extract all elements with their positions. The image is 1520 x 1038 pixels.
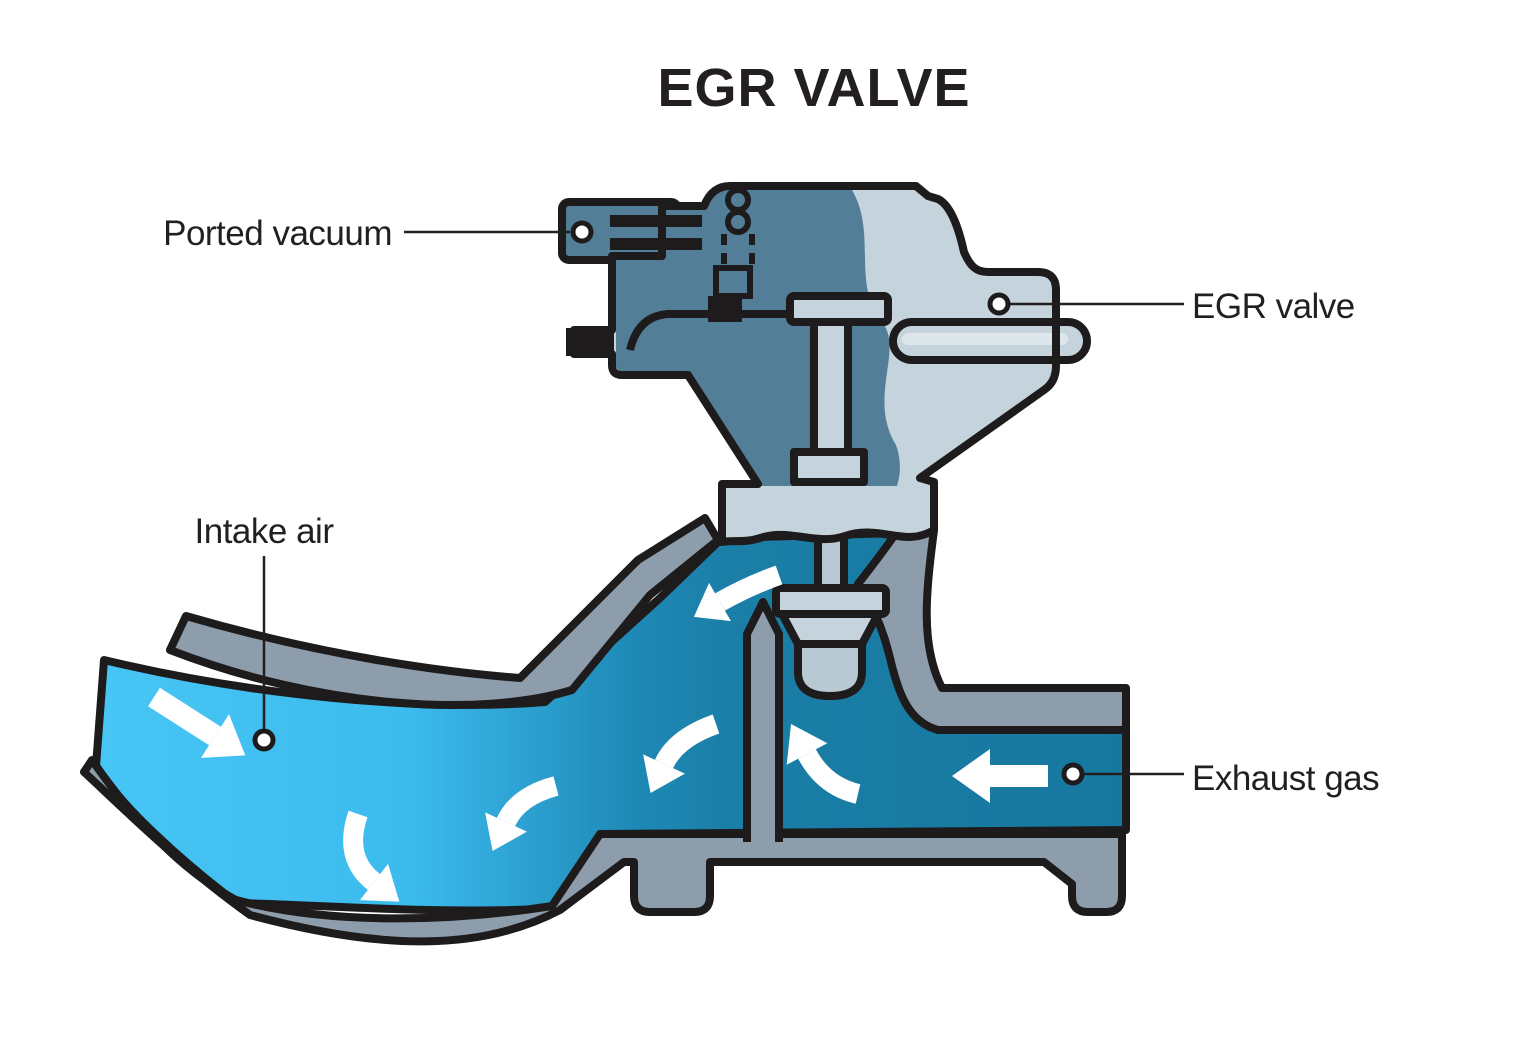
diaphragm-anchor-block bbox=[708, 296, 742, 322]
label-ported-vacuum: Ported vacuum bbox=[163, 214, 392, 253]
pintle-taper bbox=[778, 610, 882, 648]
vacuum-barb-stripe bbox=[610, 238, 702, 250]
exhaust-riser-arrow-shaft bbox=[798, 749, 861, 804]
passage-port bbox=[713, 265, 753, 299]
page-title: EGR VALVE bbox=[657, 58, 970, 118]
stem-guide-boss bbox=[790, 448, 868, 486]
exhaust-duct-top-wall bbox=[854, 526, 1130, 734]
leader-dot-egr-valve bbox=[987, 292, 1011, 316]
center-divider-pillar bbox=[743, 598, 783, 842]
egr-seat-exit-arrow-shaft bbox=[715, 565, 783, 611]
leader-dot-ported-vacuum bbox=[570, 220, 594, 244]
valve-pintle bbox=[772, 530, 890, 700]
callout-intake-air: Intake air bbox=[195, 512, 335, 752]
intake-downstream-arrow bbox=[343, 810, 400, 902]
diaphragm-bar-highlight bbox=[902, 333, 1068, 345]
leader-dot-intake-air bbox=[252, 728, 276, 752]
valve-stem bbox=[810, 318, 852, 456]
intake-flow-arrow-shaft bbox=[148, 687, 221, 746]
egr-seat-exit-arrow bbox=[693, 565, 783, 622]
intake-pipe-top-wall bbox=[166, 514, 722, 709]
egr-merge-arrow-head bbox=[485, 812, 527, 852]
pipe-base-and-feet bbox=[80, 756, 1126, 946]
intake-downstream-arrow-head bbox=[359, 863, 400, 902]
vent-stub bbox=[566, 328, 614, 356]
leader-dot-exhaust-gas bbox=[1061, 762, 1085, 786]
flow-arrows bbox=[148, 565, 1048, 902]
label-exhaust-gas: Exhaust gas bbox=[1192, 759, 1379, 798]
diaphragm-line bbox=[626, 310, 790, 352]
intake-flow-arrow-head bbox=[200, 714, 246, 758]
egr-seat-exit-arrow-head bbox=[693, 582, 731, 622]
egr-merge-arrow-shaft bbox=[496, 776, 559, 827]
label-intake-air: Intake air bbox=[195, 512, 335, 551]
egr-passage-down-arrow-shaft bbox=[654, 714, 720, 769]
egr-passage-down-arrow bbox=[643, 714, 720, 794]
callout-egr-valve: EGR valve bbox=[987, 287, 1355, 326]
callout-ported-vacuum: Ported vacuum bbox=[163, 214, 594, 253]
exhaust-flow-arrow bbox=[952, 749, 1048, 803]
pintle-tip bbox=[794, 640, 866, 700]
exhaust-riser-arrow-head bbox=[786, 723, 828, 765]
exhaust-riser-arrow bbox=[786, 723, 861, 804]
intake-flow-arrow bbox=[148, 687, 246, 758]
spring-coil-icon bbox=[725, 187, 751, 213]
valve-body-outline bbox=[570, 182, 1060, 546]
callout-exhaust-gas: Exhaust gas bbox=[1061, 759, 1380, 798]
egr-passage-down-arrow-head bbox=[643, 754, 685, 794]
label-egr-valve: EGR valve bbox=[1192, 287, 1355, 326]
exhaust-flow-arrow-head bbox=[952, 749, 990, 803]
egr-merge-arrow bbox=[485, 776, 559, 852]
vacuum-barb-stripe bbox=[610, 215, 702, 227]
spring-coil-icon bbox=[725, 209, 751, 235]
valve-internals bbox=[626, 187, 892, 486]
intake-downstream-arrow-shaft bbox=[343, 810, 381, 890]
